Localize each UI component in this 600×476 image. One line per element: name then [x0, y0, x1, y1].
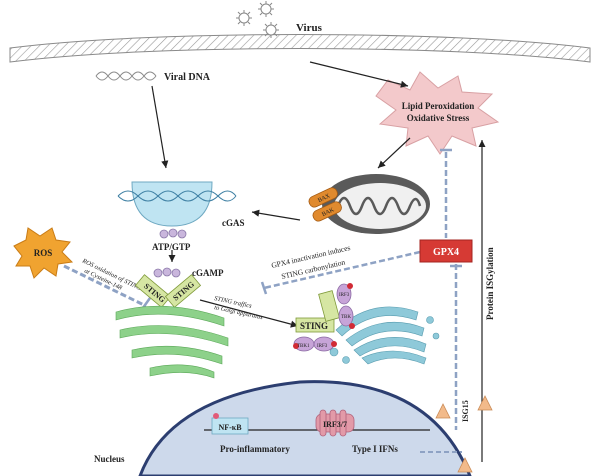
- plasma-membrane: [9, 34, 591, 63]
- arrow-dna-to-cgas: [151, 85, 169, 169]
- cgamp-label: cGAMP: [192, 268, 224, 278]
- virus-icon: [258, 1, 274, 17]
- irf37-factor: [315, 409, 355, 437]
- isg15-triangle: [477, 395, 493, 411]
- gpx4-box: [419, 239, 473, 263]
- bax-label: BAX: [317, 193, 332, 204]
- virus-icon: [236, 10, 252, 26]
- virus-particles: [236, 1, 279, 38]
- tbk-label-right: TBK: [341, 315, 351, 320]
- bak-label: BAK: [321, 207, 336, 218]
- irf3-label-left: IRF3: [317, 344, 328, 349]
- nfkb-label: NF-κB: [218, 423, 242, 432]
- irf3-label-right: IRF3: [339, 293, 350, 298]
- nfkb-factor: [211, 413, 249, 435]
- gpx4-label: GPX4: [433, 247, 459, 258]
- nucleus: [138, 380, 472, 476]
- cgas-protein: [117, 181, 237, 239]
- sting-er-dimer: [134, 274, 202, 308]
- isg15-label: ISG15: [461, 400, 470, 422]
- mitochondrion: [322, 174, 430, 234]
- isg15-triangle: [457, 457, 473, 473]
- lipid-peroxidation-label: Lipid Peroxidation: [402, 101, 475, 111]
- cgas-label: cGAS: [222, 218, 245, 228]
- viral-dna-icon: [95, 71, 157, 81]
- virus-label: Virus: [296, 22, 323, 34]
- ros-burst: [13, 227, 74, 279]
- tbk1-label-left: TBK1: [297, 344, 310, 349]
- lipid-peroxidation-burst: [375, 71, 500, 155]
- golgi-apparatus: [329, 306, 440, 365]
- virus-icon: [263, 22, 279, 38]
- pro-inflammatory-label: Pro-inflammatory: [220, 444, 290, 454]
- protein-isgylation-label: Protein ISGylation: [485, 247, 495, 320]
- ros-label: ROS: [34, 248, 53, 258]
- oxidative-stress-label: Oxidative Stress: [407, 113, 470, 123]
- isg15-triangles: [435, 395, 493, 473]
- gpx4-inhibition-lines: [260, 148, 462, 430]
- atp-gtp-label: ATP/GTP: [152, 242, 191, 252]
- arrow-sting-traffic: [199, 299, 299, 328]
- arrow-virus-to-lipid: [309, 61, 409, 88]
- golgi-sting-complex: [293, 283, 355, 352]
- isg15-triangle: [435, 403, 451, 419]
- viral-dna-label: Viral DNA: [164, 72, 211, 83]
- type1-ifns-label: Type I IFNs: [352, 444, 398, 454]
- nucleus-label: Nucleus: [94, 454, 125, 464]
- golgi-sting-label: STING: [300, 321, 328, 331]
- endoplasmic-reticulum: [115, 305, 229, 379]
- arrow-mito-to-cgas: [251, 209, 301, 221]
- irf37-label: IRF3/7: [323, 420, 347, 429]
- bax-bak-proteins: [308, 187, 342, 222]
- arrow-lipid-to-mito: [377, 137, 411, 169]
- cgamp-molecule: [153, 267, 181, 278]
